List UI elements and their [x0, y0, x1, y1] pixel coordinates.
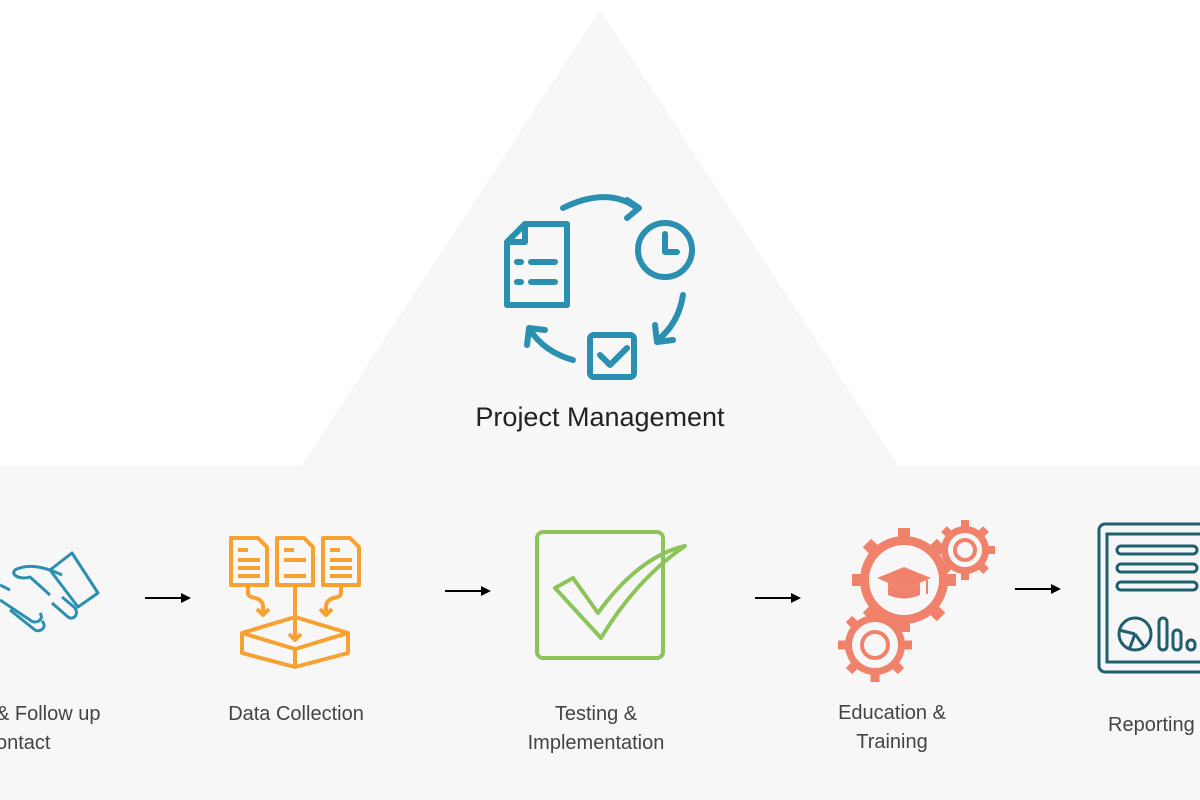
data-collection-icon: [229, 536, 361, 669]
pyramid-background: [300, 10, 900, 468]
label-line: Data Collection: [228, 703, 364, 725]
checkbox-icon: [535, 530, 687, 660]
label-line: & Follow up: [0, 703, 101, 725]
label-line: Training: [856, 731, 928, 753]
handshake-icon: [0, 551, 100, 633]
label-line: Education &: [838, 702, 946, 724]
arrow-right-icon: [445, 586, 491, 596]
step-label-reporting: Reporting: [1108, 711, 1195, 740]
process-band: [0, 466, 1200, 800]
gears-graduation-icon: [838, 520, 995, 682]
arrow-right-icon: [1015, 584, 1061, 594]
label-line: Implementation: [527, 732, 665, 754]
label-line: Reporting: [1108, 714, 1195, 736]
step-label-data-collection: Data Collection: [196, 700, 396, 729]
step-label-education: Education & Training: [792, 699, 992, 757]
arrow-right-icon: [145, 593, 191, 603]
label-line: Testing &: [554, 703, 638, 725]
hub-title: Project Management: [475, 402, 725, 432]
project-cycle-icon: [504, 194, 695, 380]
step-label-contact: & Follow up ontact: [0, 700, 101, 758]
arrow-right-icon: [755, 593, 801, 603]
step-label-testing: Testing & Implementation: [496, 700, 696, 758]
label-line: ontact: [0, 732, 51, 754]
report-icon: [1097, 522, 1200, 674]
